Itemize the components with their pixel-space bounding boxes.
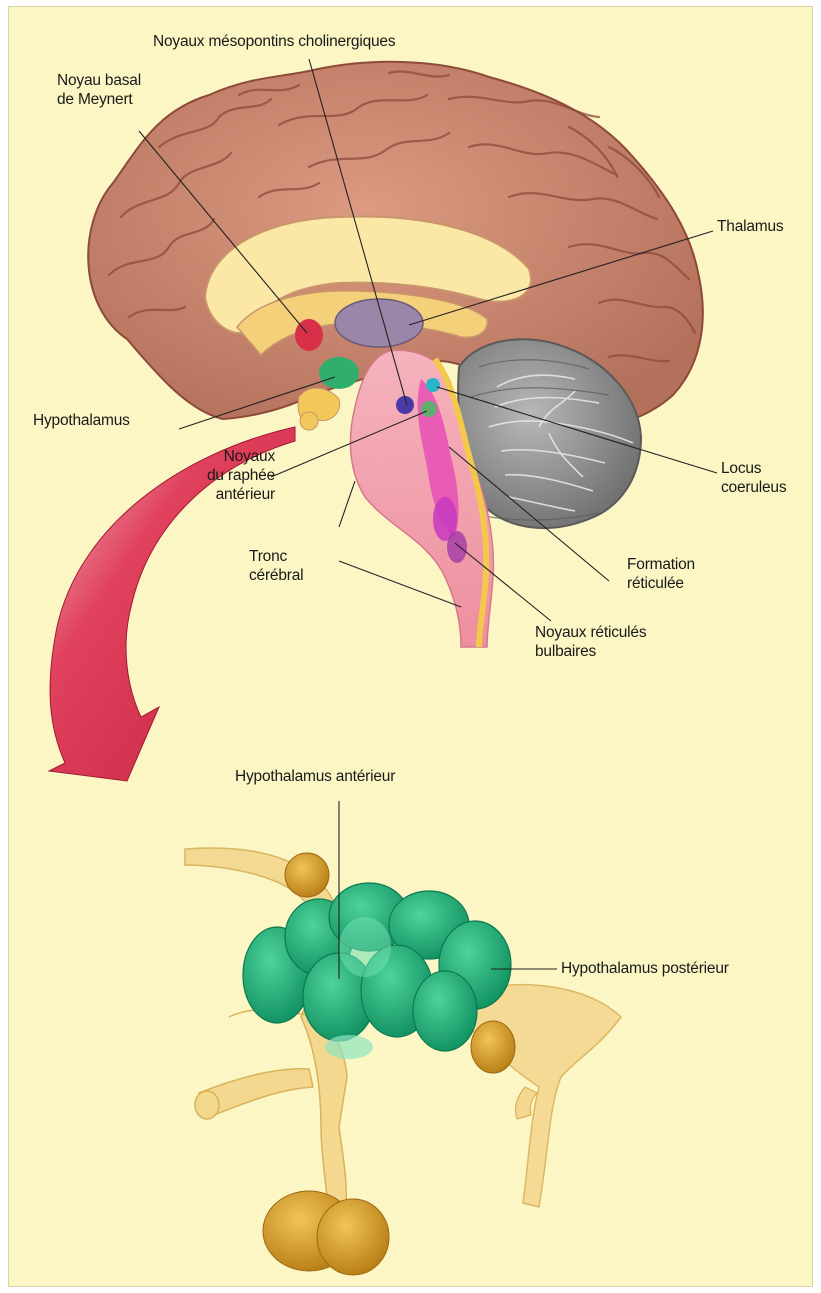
label-noyau-basal-meynert: Noyau basal de Meynert [57, 71, 141, 109]
hypothalamus-detail [185, 848, 621, 1275]
label-hypothalamus-anterieur: Hypothalamus antérieur [235, 767, 395, 786]
label-noyaux-raphe: Noyaux du raphée antérieur [203, 447, 275, 504]
hypothalamic-nuclei [243, 883, 511, 1059]
label-noyaux-reticules-bulbaires: Noyaux réticulés bulbaires [535, 623, 646, 661]
label-formation-reticulee: Formation réticulée [627, 555, 695, 593]
label-hypothalamus-posterieur: Hypothalamus postérieur [561, 959, 729, 978]
figure: Noyaux mésopontins cholinergiques Noyau … [8, 6, 813, 1287]
label-tronc-cerebral: Tronc cérébral [249, 547, 303, 585]
hypothalamus-structure [319, 357, 359, 389]
label-noyaux-mesopontins: Noyaux mésopontins cholinergiques [153, 32, 395, 51]
label-hypothalamus: Hypothalamus [33, 411, 130, 430]
label-locus-coeruleus: Locus coeruleus [721, 459, 786, 497]
label-thalamus: Thalamus [717, 217, 783, 236]
brain-illustration [9, 7, 813, 1287]
